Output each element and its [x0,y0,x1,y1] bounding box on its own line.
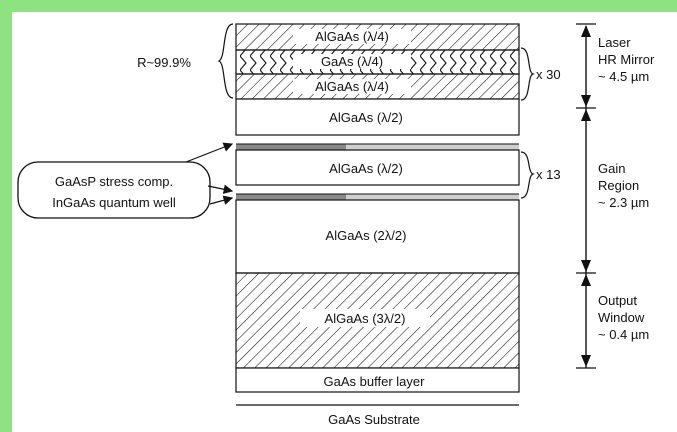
layer-label-mirror-2: GaAs (λ/4) [321,54,383,69]
reflectivity-label: R~99.9% [137,55,191,70]
region-gain-line-1: Gain [598,161,625,176]
mirror-label-bg-1 [293,29,411,44]
gain-bottom-layer [235,199,520,274]
layer-stack: AlGaAs (λ/4) GaAs (λ/4) AlGaAs (λ/4) AlG… [235,23,520,427]
callout-line-1: GaAsP stress comp. [55,174,173,189]
callout-arrow-3 [209,195,234,205]
mirror-label-bg-2 [293,54,411,69]
callout-arrow-1 [185,142,234,163]
dimension-arrowheads [581,25,591,367]
gain-mid-layer [235,149,520,186]
callout-box [17,161,211,219]
stress-comp-strip-1 [346,144,519,150]
mirror-label-bg-3 [293,79,411,94]
layer-label-buffer: GaAs buffer layer [324,374,426,389]
window-label-bg [300,309,430,327]
spacer-layer [235,98,520,136]
stress-comp-strip-2 [346,194,519,200]
gain-repeat-brace [520,151,535,199]
layer-label-gain-bottom: AlGaAs (2λ/2) [326,228,407,243]
mirror-repeat-brace [520,47,535,101]
layer-label-mirror-3: AlGaAs (λ/4) [315,79,389,94]
mirror-repeat-label: x 30 [536,67,561,82]
layer-label-spacer: AlGaAs (λ/2) [329,110,403,125]
layer-label-gain-mid: AlGaAs (λ/2) [329,161,403,176]
region-label-mirror: Laser HR Mirror ~ 4.5 µm [598,35,655,84]
region-output-line-2: Window [598,310,645,325]
buffer-layer [235,367,520,393]
region-mirror-line-2: HR Mirror [598,52,655,67]
quantum-well-strip-2 [236,194,346,200]
region-output-line-3: ~ 0.4 µm [598,327,649,342]
region-output-line-1: Output [598,293,637,308]
layer-label-mirror-1: AlGaAs (λ/4) [315,29,389,44]
quantum-well-strip-1 [236,144,346,150]
callout-line-2: InGaAs quantum well [52,195,176,210]
gain-repeat-label: x 13 [536,167,561,182]
region-mirror-line-1: Laser [598,35,631,50]
region-gain-line-3: ~ 2.3 µm [598,195,649,210]
region-mirror-line-3: ~ 4.5 µm [598,69,649,84]
region-label-output: Output Window ~ 0.4 µm [598,293,649,342]
region-label-gain: Gain Region ~ 2.3 µm [598,161,649,210]
layer-label-substrate: GaAs Substrate [328,412,420,427]
reflectivity-brace [217,23,234,99]
layer-label-window: AlGaAs (3λ/2) [325,311,406,326]
callout-arrow-2 [207,184,234,194]
region-gain-line-2: Region [598,178,639,193]
